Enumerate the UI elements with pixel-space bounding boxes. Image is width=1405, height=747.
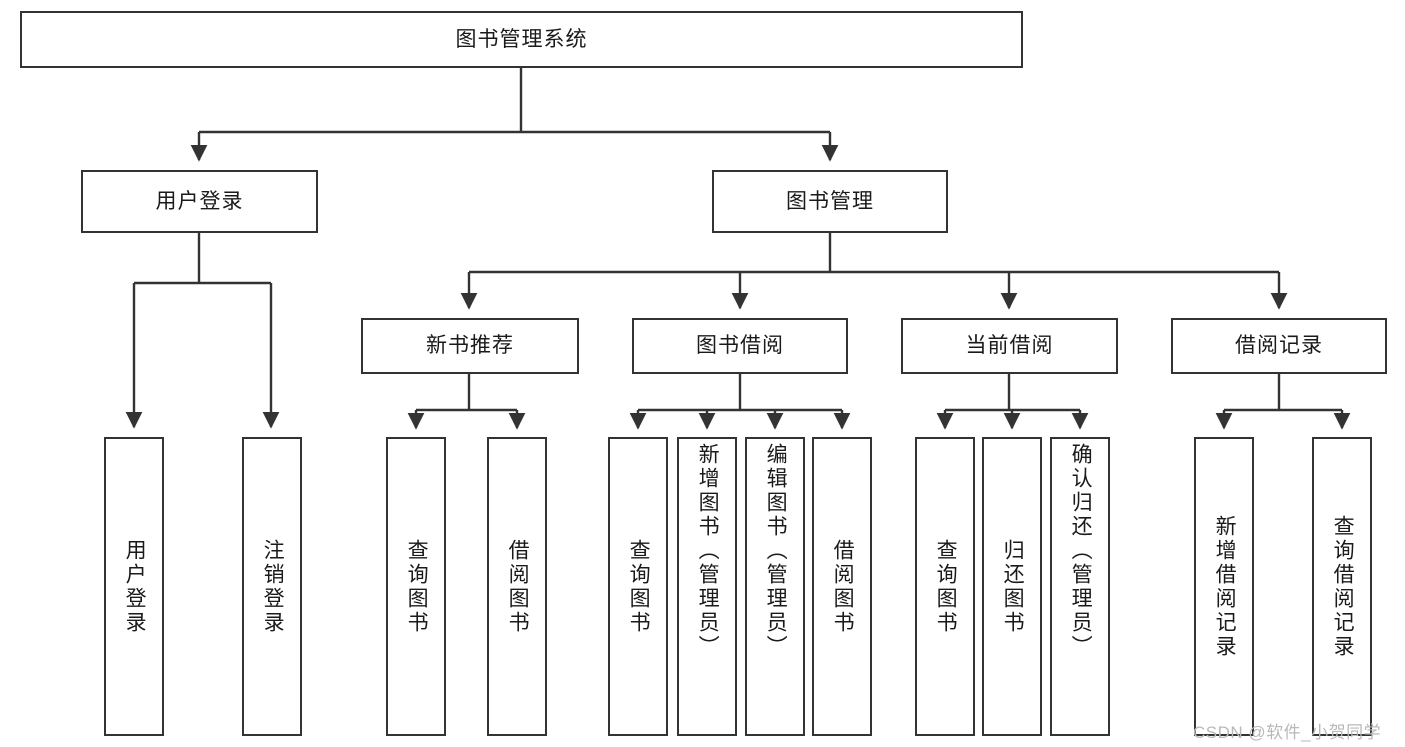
- node-leaf-borrow-book-rec[interactable]: 借阅图书: [487, 437, 547, 736]
- node-leaf-query-book-rec[interactable]: 查询图书: [386, 437, 446, 736]
- csdn-watermark: CSDN @软件_小贺同学: [1193, 723, 1382, 742]
- node-borrow-record-label: 借阅记录: [1235, 334, 1323, 358]
- node-leaf-user-login[interactable]: 用户登录: [104, 437, 164, 736]
- node-leaf-query-record[interactable]: 查询借阅记录: [1312, 437, 1372, 736]
- node-book-manage[interactable]: 图书管理: [712, 170, 948, 233]
- node-new-book-rec[interactable]: 新书推荐: [361, 318, 579, 374]
- node-leaf-query-book-cb[interactable]: 查询图书: [915, 437, 975, 736]
- node-leaf-add-book[interactable]: 新增图书（管理员）: [677, 437, 737, 736]
- node-user-login[interactable]: 用户登录: [81, 170, 318, 233]
- node-current-borrow-label: 当前借阅: [965, 334, 1054, 358]
- node-leaf-confirm-return[interactable]: 确认归还（管理员）: [1050, 437, 1110, 736]
- node-leaf-user-logout-label: 注销登录: [261, 538, 285, 635]
- node-leaf-return-book-label: 归还图书: [1001, 538, 1025, 635]
- node-current-borrow[interactable]: 当前借阅: [901, 318, 1118, 374]
- node-book-borrow-label: 图书借阅: [696, 334, 784, 358]
- node-leaf-borrow-book-bb-label: 借阅图书: [831, 538, 855, 635]
- node-leaf-return-book[interactable]: 归还图书: [982, 437, 1042, 736]
- node-leaf-query-book-bb[interactable]: 查询图书: [608, 437, 668, 736]
- node-book-manage-label: 图书管理: [786, 189, 874, 213]
- node-leaf-query-book-rec-label: 查询图书: [405, 538, 429, 635]
- node-book-borrow[interactable]: 图书借阅: [632, 318, 848, 374]
- node-root[interactable]: 图书管理系统: [20, 11, 1023, 68]
- node-root-label: 图书管理系统: [455, 27, 588, 51]
- node-leaf-user-logout[interactable]: 注销登录: [242, 437, 302, 736]
- node-leaf-confirm-return-label: 确认归还（管理员）: [1069, 443, 1093, 659]
- node-leaf-borrow-book-bb[interactable]: 借阅图书: [812, 437, 872, 736]
- node-leaf-add-record-label: 新增借阅记录: [1213, 514, 1237, 659]
- node-user-login-label: 用户登录: [155, 189, 244, 213]
- node-new-book-rec-label: 新书推荐: [426, 334, 514, 358]
- node-leaf-query-book-bb-label: 查询图书: [627, 538, 651, 635]
- node-leaf-edit-book-label: 编辑图书（管理员）: [764, 443, 788, 659]
- node-leaf-edit-book[interactable]: 编辑图书（管理员）: [745, 437, 805, 736]
- node-leaf-borrow-book-rec-label: 借阅图书: [506, 538, 530, 635]
- node-leaf-add-record[interactable]: 新增借阅记录: [1194, 437, 1254, 736]
- node-leaf-query-book-cb-label: 查询图书: [934, 538, 958, 635]
- node-leaf-user-login-label: 用户登录: [123, 538, 147, 635]
- node-borrow-record[interactable]: 借阅记录: [1171, 318, 1387, 374]
- node-leaf-add-book-label: 新增图书（管理员）: [696, 443, 720, 659]
- node-leaf-query-record-label: 查询借阅记录: [1331, 514, 1355, 659]
